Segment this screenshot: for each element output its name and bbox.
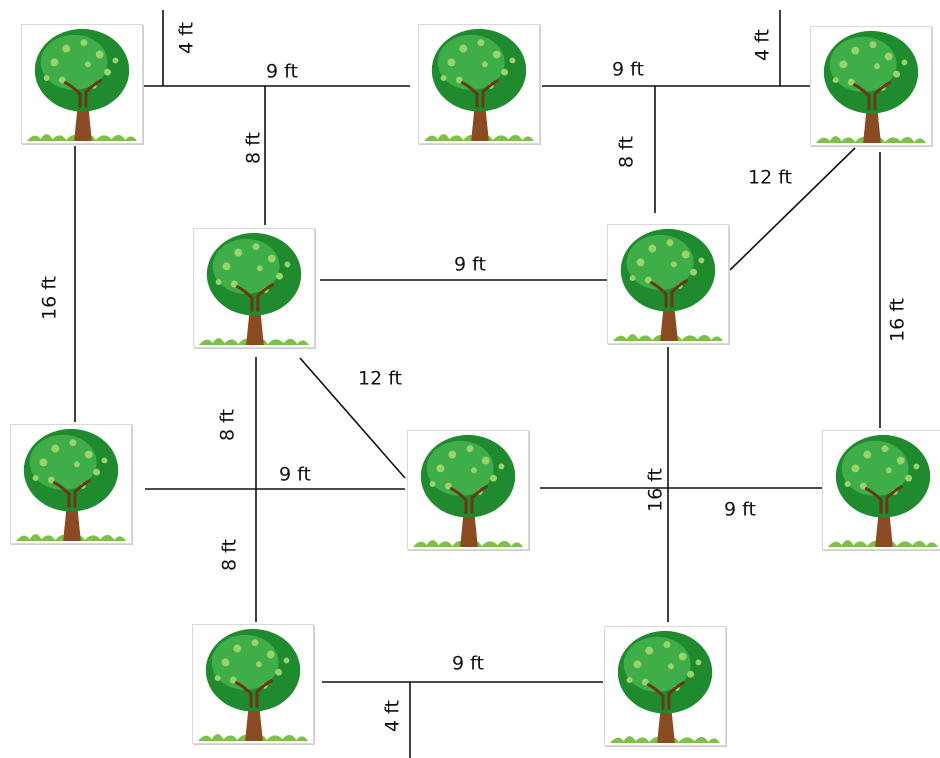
tree-tile (418, 24, 540, 144)
tree-icon (22, 25, 142, 143)
label-lower-row-left: 9 ft (279, 463, 311, 486)
tree-tile (822, 430, 940, 550)
label-top-row-right: 9 ft (612, 58, 644, 81)
tree-tile (10, 424, 132, 544)
label-left-lower-vertical-b: 8 ft (218, 539, 241, 571)
label-bottom-gap: 4 ft (381, 700, 404, 732)
label-bottom-row: 9 ft (452, 652, 484, 675)
connector-diag-center (299, 357, 406, 479)
tree-tile (810, 26, 932, 146)
tree-icon (194, 229, 314, 347)
tree-tile (21, 24, 143, 144)
tree-icon (11, 425, 131, 543)
tree-icon (605, 627, 725, 745)
tree-icon (823, 431, 940, 549)
label-lower-row-right: 9 ft (724, 498, 756, 521)
tree-icon (419, 25, 539, 143)
label-top-right-gap: 4 ft (751, 29, 774, 61)
label-left-side: 16 ft (38, 275, 61, 321)
label-mid-upper-vertical: 8 ft (615, 136, 638, 168)
label-diag-center: 12 ft (357, 367, 403, 390)
label-top-row-left: 9 ft (266, 60, 298, 83)
label-diag-upper-right: 12 ft (747, 166, 793, 189)
label-middle-row: 9 ft (454, 253, 486, 276)
connector-diag-upper-right (729, 147, 856, 271)
tree-tile (407, 430, 529, 550)
tree-icon (608, 225, 728, 343)
label-left-lower-vertical-a: 8 ft (216, 409, 239, 441)
tree-tile (193, 228, 315, 348)
label-top-left-gap: 4 ft (175, 22, 198, 54)
label-right-side: 16 ft (886, 297, 909, 343)
tree-tile (604, 626, 726, 746)
tree-icon (811, 27, 931, 145)
tree-icon (193, 625, 313, 743)
tree-icon (408, 431, 528, 549)
tree-tile (192, 624, 314, 744)
label-left-upper-vertical: 8 ft (242, 132, 265, 164)
tree-tile (607, 224, 729, 344)
label-center-vertical: 16 ft (644, 467, 667, 513)
